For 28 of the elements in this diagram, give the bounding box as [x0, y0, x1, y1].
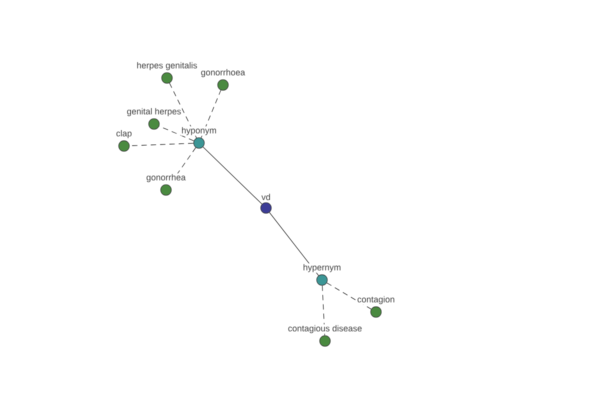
node-label: hyponym [182, 127, 216, 136]
center-node: vd [260, 193, 272, 214]
term-node: gonorrhea [146, 173, 186, 196]
dashed-connector [169, 82, 197, 138]
node-label: herpes genitalis [137, 62, 198, 70]
node-label: gonorrhea [146, 174, 186, 182]
node-label: contagion [358, 296, 394, 304]
dashed-connector [129, 142, 194, 146]
term-node: contagion [356, 295, 396, 318]
node-label: hypernym [304, 264, 340, 272]
node-label: vd [261, 194, 270, 200]
term-node: herpes genitalis [136, 61, 198, 84]
dashed-connector [158, 126, 194, 142]
node-label: gonorrhoea [201, 69, 246, 78]
connector-line [202, 146, 262, 204]
dashed-connector [322, 285, 325, 336]
dashed-connector [326, 282, 372, 310]
node-label: genital herpes [127, 108, 181, 116]
term-node: gonorrhoea [200, 68, 246, 91]
node-label: clap [116, 130, 132, 138]
dashed-connector [200, 90, 222, 138]
relation-node: hyponym [180, 126, 218, 149]
dashed-connector [168, 147, 196, 186]
term-node: genital herpes [126, 107, 182, 130]
relation-node: hypernym [302, 263, 342, 286]
term-node: clap [115, 129, 133, 152]
node-label: contagious disease [288, 325, 362, 334]
term-node: contagious disease [287, 324, 363, 347]
